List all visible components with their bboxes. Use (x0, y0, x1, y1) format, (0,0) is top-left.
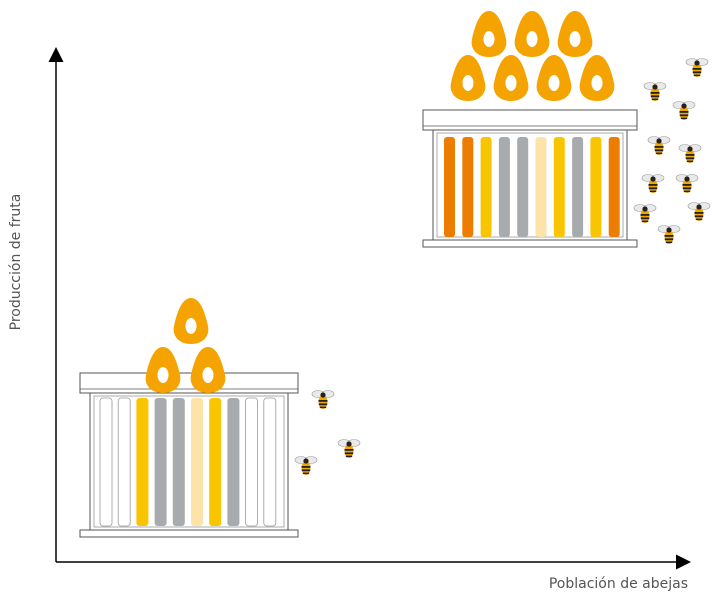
hive-low-base (79, 529, 299, 538)
hive-frame-yellow (553, 137, 565, 237)
hive-frame-gray (517, 137, 529, 237)
bee-icon (657, 225, 681, 245)
hive-frame-yellow (209, 398, 222, 526)
bees-high (633, 58, 711, 245)
x-axis-label: Población de abejas (548, 576, 688, 592)
bee-icon (685, 58, 709, 78)
hive-frame-yellow (590, 137, 602, 237)
bee-icon (633, 204, 657, 224)
bee-icon (643, 82, 667, 102)
fruits-high (450, 11, 615, 101)
bee-icon (672, 101, 696, 121)
fruit-icon (471, 11, 507, 57)
hive-frame-empty (99, 397, 113, 527)
fruit-icon (493, 55, 529, 101)
bees-low (294, 390, 361, 476)
bee-icon (311, 390, 335, 410)
hive-frame-gray (227, 398, 240, 526)
hive-high-frames (444, 137, 620, 237)
hive-frame-light (535, 137, 547, 237)
fruit-icon (190, 347, 226, 393)
hive-frame-gray (498, 137, 510, 237)
fruit-icon (557, 11, 593, 57)
fruit-icon (536, 55, 572, 101)
hive-high-base (422, 239, 638, 248)
hive-frame-orange (444, 137, 455, 237)
hive-low-lid (79, 372, 299, 394)
fruit-icon (579, 55, 615, 101)
hive-frame-gray (154, 398, 167, 526)
fruit-icon (145, 347, 181, 393)
hive-frame-light (191, 398, 203, 526)
bee-icon (294, 456, 318, 476)
hive-high-lid (422, 109, 638, 131)
bee-icon (647, 136, 671, 156)
bee-icon (678, 144, 702, 164)
hive-frame-orange (462, 137, 474, 237)
hive-frame-empty (245, 397, 259, 527)
y-axis-label: Producción de fruta (8, 193, 24, 331)
hive-frame-gray (572, 137, 584, 237)
fruit-icon (173, 298, 209, 344)
hive-frame-empty (263, 397, 277, 527)
hive-low (79, 372, 299, 538)
bee-icon (687, 202, 711, 222)
fruit-icon (450, 55, 486, 101)
bee-icon (337, 439, 361, 459)
hive-frame-yellow (480, 137, 492, 237)
hive-frame-empty (117, 397, 131, 527)
hive-frame-gray (172, 398, 185, 526)
hive-frame-orange (608, 137, 620, 237)
bee-icon (675, 174, 699, 194)
bee-icon (641, 174, 665, 194)
hive-frame-yellow (136, 398, 149, 526)
hive-low-frames (99, 397, 277, 527)
fruit-icon (514, 11, 550, 57)
hive-high (422, 109, 638, 248)
